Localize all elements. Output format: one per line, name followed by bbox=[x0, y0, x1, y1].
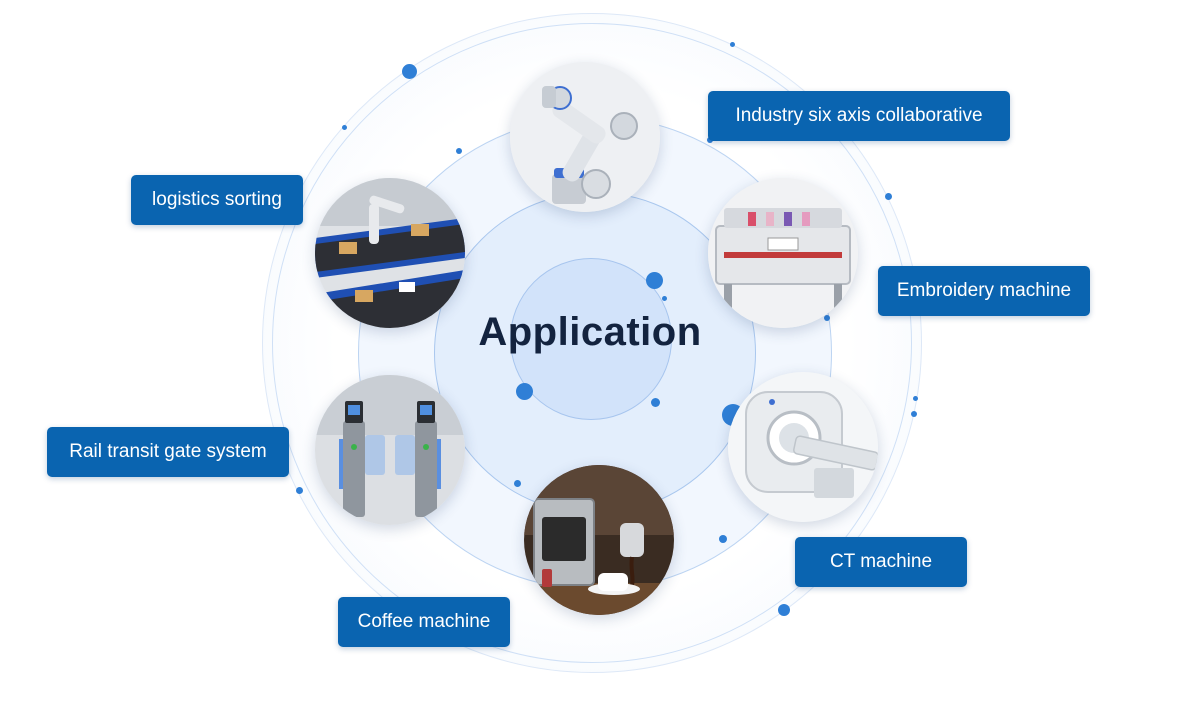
decor-dot bbox=[662, 296, 667, 301]
coffee-machine-icon bbox=[524, 465, 674, 615]
core-ring bbox=[510, 258, 672, 420]
label-coffee-machine: Coffee machine bbox=[338, 597, 510, 647]
label-ct-machine: CT machine bbox=[795, 537, 967, 587]
decor-dot bbox=[514, 480, 521, 487]
decor-dot bbox=[456, 148, 462, 154]
decor-dot bbox=[646, 272, 663, 289]
embroidery-machine-icon bbox=[708, 178, 858, 328]
ct-scanner-icon bbox=[728, 372, 878, 522]
decor-dot bbox=[296, 487, 303, 494]
robot-arm-icon bbox=[510, 62, 660, 212]
decor-dot bbox=[911, 411, 917, 417]
decor-dot bbox=[824, 315, 830, 321]
diagram-title: Application bbox=[478, 310, 702, 354]
decor-dot bbox=[516, 383, 533, 400]
label-embroidery-machine: Embroidery machine bbox=[878, 266, 1090, 316]
decor-dot bbox=[885, 193, 892, 200]
decor-dot bbox=[719, 535, 727, 543]
decor-dot bbox=[342, 125, 347, 130]
decor-dot bbox=[651, 398, 660, 407]
decor-dot bbox=[913, 396, 918, 401]
rail-gate-icon bbox=[315, 375, 465, 525]
decor-dot bbox=[778, 604, 790, 616]
outer-ring bbox=[272, 23, 912, 663]
label-rail-transit-gate-system: Rail transit gate system bbox=[47, 427, 289, 477]
decor-dot bbox=[730, 42, 735, 47]
logistics-sorting-icon bbox=[315, 178, 465, 328]
label-industry-six-axis-collaborative: Industry six axis collaborative bbox=[708, 91, 1010, 141]
label-logistics-sorting: logistics sorting bbox=[131, 175, 303, 225]
decor-dot bbox=[402, 64, 417, 79]
